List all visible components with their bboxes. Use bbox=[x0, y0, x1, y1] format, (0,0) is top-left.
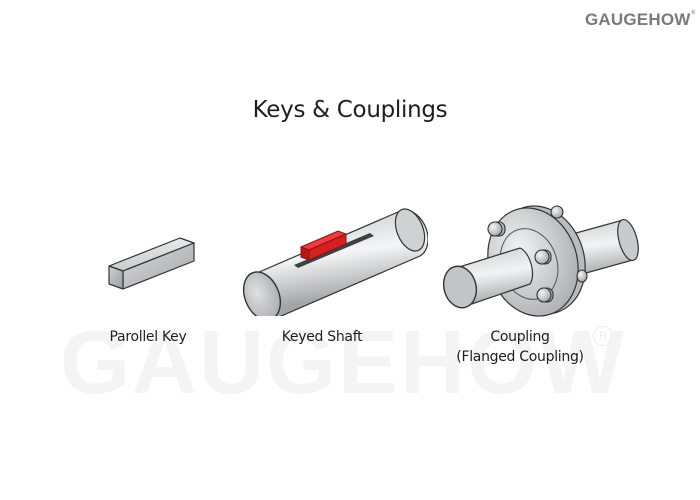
logo-text: GAUGEHOW bbox=[585, 10, 691, 29]
label-parallel-key: Parollel Key bbox=[109, 329, 187, 345]
flanged-coupling-illustration bbox=[442, 205, 639, 317]
brand-logo: GAUGEHOW® bbox=[585, 10, 695, 30]
label-coupling: Coupling bbox=[490, 329, 550, 345]
label-coupling-subtitle: (Flanged Coupling) bbox=[456, 349, 584, 365]
page-title: Keys & Couplings bbox=[252, 97, 448, 123]
watermark-registered-icon: R bbox=[593, 326, 613, 346]
label-keyed-shaft: Keyed Shaft bbox=[281, 329, 363, 345]
parallel-key-illustration bbox=[108, 237, 195, 290]
keyed-shaft-illustration bbox=[242, 208, 428, 316]
watermark: GAUGEHOW bbox=[60, 313, 626, 413]
registered-mark: ® bbox=[691, 10, 696, 16]
